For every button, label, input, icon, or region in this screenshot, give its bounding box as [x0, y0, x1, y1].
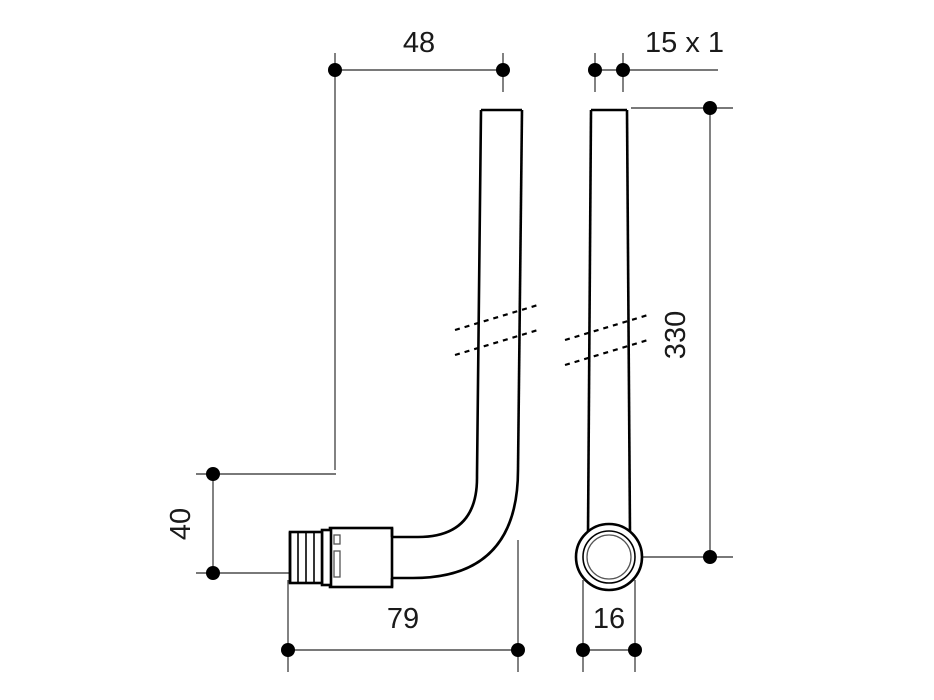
dimension-15x1-label: 15 x 1	[645, 27, 724, 59]
dimension-330-label: 330	[660, 311, 692, 359]
front-break-line-upper	[454, 303, 539, 332]
dimension-330-dot-bottom	[703, 550, 717, 564]
dimension-79-group: 79	[281, 540, 525, 672]
dimension-40-dot-bottom	[206, 566, 220, 580]
dimension-40-label: 40	[165, 508, 197, 540]
dimension-40-dot-top	[206, 467, 220, 481]
dimension-16-label: 16	[593, 603, 625, 635]
front-break-symbol	[454, 303, 539, 357]
dimension-79-label: 79	[387, 603, 419, 635]
dimension-16-dot-right	[628, 643, 642, 657]
dimension-16-group: 16	[576, 580, 642, 672]
connector-seal-slot-upper	[333, 534, 341, 545]
dimension-48-dot-left	[328, 63, 342, 77]
pipe-end-circle-middle	[582, 530, 636, 584]
dimension-15x1-dot-left	[588, 63, 602, 77]
front-view	[288, 108, 539, 589]
front-elbow-inner-arc	[417, 477, 479, 539]
pipe-end-circle-inner	[586, 534, 632, 580]
connector-seal-slot-lower	[333, 550, 341, 578]
front-pipe-right-wall	[516, 109, 524, 471]
front-elbow-outer-arc	[412, 469, 520, 580]
side-pipe-right-wall	[625, 109, 632, 536]
dimension-15x1-dot-right	[616, 63, 630, 77]
dimension-48-label: 48	[403, 27, 435, 59]
dimension-40-group: 40	[165, 467, 336, 580]
side-break-symbol	[564, 313, 649, 367]
side-break-line-upper	[564, 313, 649, 342]
connector-sleeve-fill	[330, 528, 392, 587]
dimension-79-dot-left	[281, 643, 295, 657]
pipe-end-circle	[574, 522, 644, 592]
front-break-line-lower	[454, 328, 539, 357]
side-view	[564, 108, 649, 592]
dimension-330-dot-top	[703, 101, 717, 115]
side-pipe-left-wall	[586, 109, 593, 536]
dimension-16-dot-left	[576, 643, 590, 657]
dimension-48-dot-right	[496, 63, 510, 77]
dimension-330-group: 330	[631, 101, 733, 564]
dimension-79-dot-right	[511, 643, 525, 657]
pipe-end-circle-fill	[576, 524, 642, 590]
side-break-line-lower	[564, 338, 649, 367]
dimension-48-group: 48	[328, 27, 510, 470]
pipe-end-circle-outer	[574, 522, 644, 592]
connector-collar-fill	[322, 530, 331, 585]
dimension-15x1-group: 15 x 1	[588, 27, 724, 92]
front-pipe-left-wall	[475, 109, 483, 478]
push-fit-connector	[288, 526, 394, 589]
